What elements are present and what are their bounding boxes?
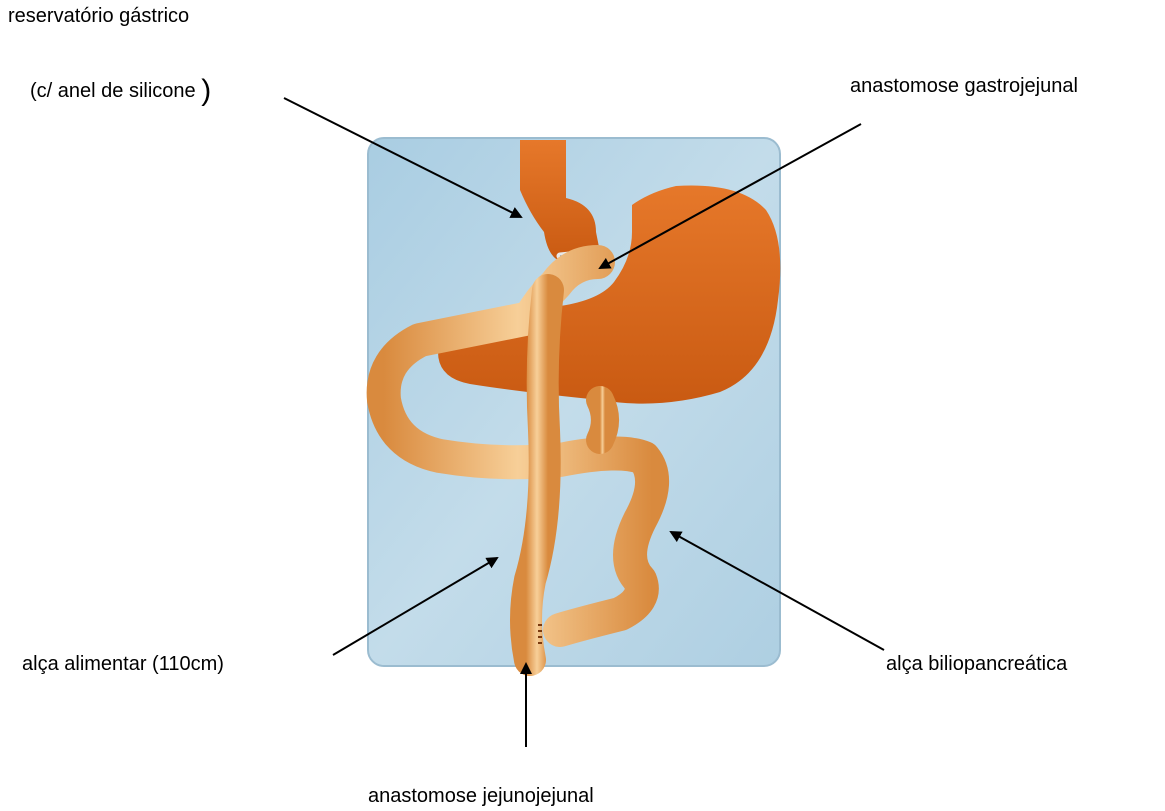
label-anastomose-jejunojejunal: anastomose jejunojejunal [368, 786, 594, 806]
label-anastomose-gastrojejunal: anastomose gastrojejunal [850, 76, 1078, 96]
label-alca-alimentar: alça alimentar (110cm) [22, 654, 224, 674]
label-anel-paren: ) [201, 74, 211, 107]
label-reservatorio-gastrico: reservatório gástrico [8, 6, 189, 26]
label-alca-biliopancreatica: alça biliopancreática [886, 654, 1067, 674]
biliopancreatic-limb [600, 400, 605, 440]
label-anel-de-silicone: (c/ anel de silicone ) [30, 76, 211, 106]
label-anel-text: (c/ anel de silicone [30, 80, 201, 102]
